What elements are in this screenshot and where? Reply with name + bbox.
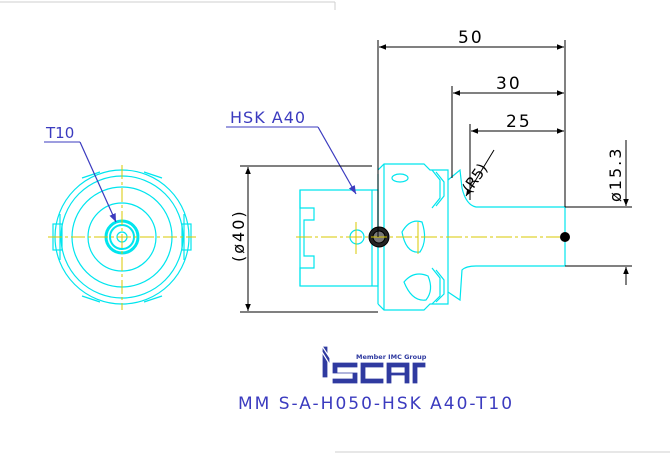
end-view-centerlines [48,165,196,310]
dim-r5: (R5) [459,160,492,196]
dimension-lines [240,40,632,313]
datum-point-right [560,232,570,242]
hsk-label: HSK A40 [230,108,306,127]
t10-label: T10 [45,124,74,142]
t10-leader [79,141,117,223]
dim-d40: (ø40) [229,209,248,262]
logo-mark [321,344,427,385]
dim-30: 30 [496,74,522,94]
sheet-frame [0,1,670,453]
dim-50: 50 [458,28,484,48]
side-view-centerline [296,222,560,254]
iscar-logo: Member IMC Group [321,344,427,385]
logo-tagline: Member IMC Group [356,353,427,361]
dim-d15: ø15.3 [606,147,625,202]
part-code: MM S-A-H050-HSK A40-T10 [238,394,514,414]
hsk-leader [317,126,357,195]
dim-25: 25 [506,112,532,132]
